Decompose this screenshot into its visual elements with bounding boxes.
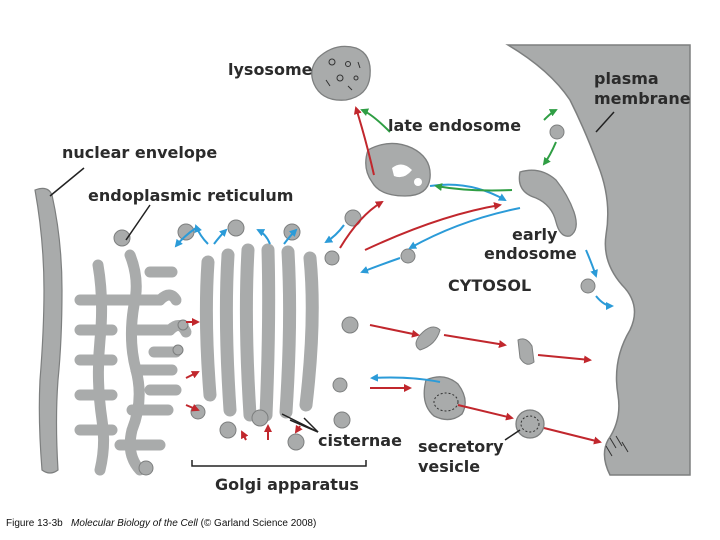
early-endosome-shape [518,169,577,237]
label-cytosol: CYTOSOL [448,276,531,295]
label-cisternae: cisternae [318,431,402,450]
golgi-stack [199,243,319,422]
caption-source: (© Garland Science 2008) [200,518,317,529]
label-vesicle: vesicle [418,457,480,476]
label-endosome: endosome [484,244,577,263]
mature-secretory-vesicle [515,409,545,439]
label-endoplasmic-reticulum: endoplasmic reticulum [88,186,293,205]
green-arrows [360,108,558,192]
label-early: early [512,225,558,244]
label-late-endosome: late endosome [388,116,521,135]
red-arrows [185,106,602,445]
label-lysosome: lysosome [228,60,313,79]
exocytosis-site [605,435,629,457]
label-secretory: secretory [418,437,504,456]
golgi-vesicles [177,219,359,451]
secretory-vesicle-shape [423,376,466,421]
lysosome-shape [311,45,371,101]
label-golgi-apparatus: Golgi apparatus [215,475,359,494]
plasma-membrane [505,44,691,476]
endocytic-vesicle [549,124,565,140]
leader-lines [49,111,615,467]
caption-book-title: Molecular Biology of the Cell [71,518,198,529]
lysosome-contents [325,58,361,91]
figure-caption: Figure 13-3b Molecular Biology of the Ce… [6,518,316,529]
blue-arrows [174,183,614,383]
label-plasma: plasma [594,69,659,88]
label-membrane: membrane [594,89,691,108]
er-vesicles [113,229,189,476]
label-nuclear-envelope: nuclear envelope [62,143,217,162]
nuclear-envelope-shape [34,187,63,474]
endoplasmic-reticulum-shape [74,249,192,476]
caption-figure-number: Figure 13-3b [6,518,63,529]
